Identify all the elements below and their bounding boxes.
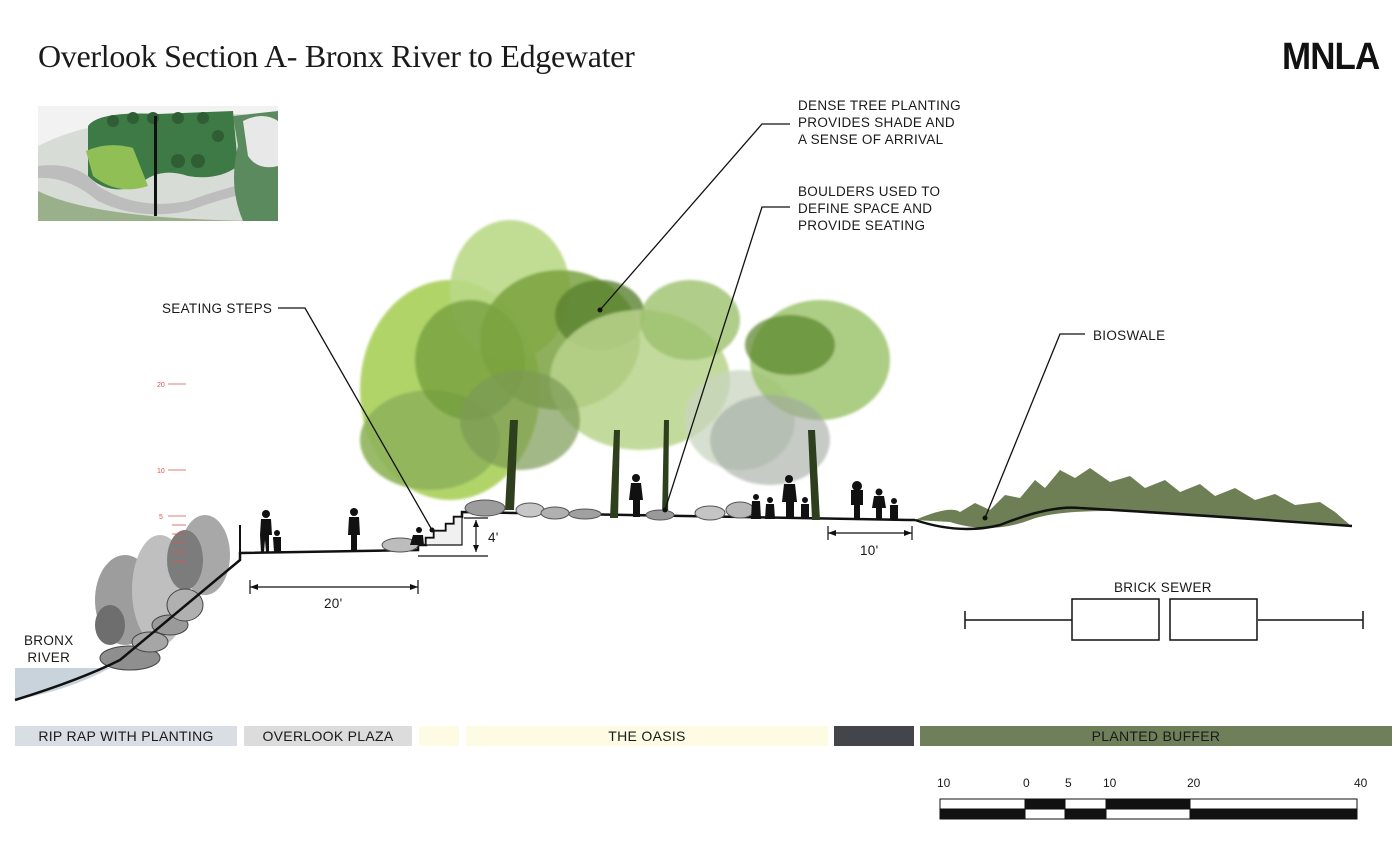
zone-riprap: RIP RAP WITH PLANTING	[15, 726, 237, 746]
tree-trunks	[505, 420, 820, 520]
zone-label: THE OASIS	[608, 728, 686, 744]
dimension-plaza-width: 20'	[324, 596, 343, 611]
callout-boulders: BOULDERS USED TO DEFINE SPACE AND PROVID…	[798, 184, 941, 233]
mnla-logo: MNLA	[1282, 36, 1380, 78]
key-plan-map	[38, 106, 278, 221]
zone-planted-buffer: PLANTED BUFFER	[920, 726, 1392, 746]
planted-buffer-vegetation	[915, 468, 1352, 529]
dimension-path-width: 10'	[860, 543, 879, 558]
zone-steps	[419, 726, 459, 746]
riprap-shrubs	[95, 515, 230, 645]
callout-seating-steps: SEATING STEPS	[162, 301, 273, 316]
page-title: Overlook Section A- Bronx River to Edgew…	[38, 38, 635, 74]
label-brick-sewer: BRICK SEWER	[1114, 580, 1212, 595]
zone-label: RIP RAP WITH PLANTING	[38, 728, 214, 744]
callout-bioswale: BIOSWALE	[1093, 328, 1166, 343]
zone-label: PLANTED BUFFER	[1091, 728, 1221, 744]
scale-label: 0	[1023, 776, 1030, 790]
scale-label: 10	[937, 776, 951, 790]
people-silhouettes	[260, 474, 898, 552]
scale-bar	[939, 798, 1358, 820]
elevation-mark-5: 5	[159, 514, 163, 521]
scale-label: 20	[1187, 776, 1201, 790]
tree-canopy	[360, 220, 890, 500]
zone-the-oasis: THE OASIS	[466, 726, 828, 746]
zone-path	[834, 726, 914, 746]
zone-overlook-plaza: OVERLOOK PLAZA	[244, 726, 412, 746]
callout-dense-tree: DENSE TREE PLANTING PROVIDES SHADE AND A…	[798, 98, 961, 147]
scale-label: 5	[1065, 776, 1072, 790]
scale-label: 10	[1103, 776, 1117, 790]
leader-lines	[278, 123, 1085, 531]
dimension-step-height: 4'	[488, 530, 499, 545]
label-bronx-river: BRONX RIVER	[24, 633, 74, 665]
plateau-boulders	[381, 499, 755, 553]
elevation-mark-20: 20	[157, 382, 165, 389]
elevation-mark-10: 10	[157, 468, 165, 475]
riprap-boulders	[99, 588, 204, 671]
scale-label: 40	[1354, 776, 1368, 790]
zone-label: OVERLOOK PLAZA	[262, 728, 394, 744]
brick-sewer	[964, 598, 1364, 641]
elevation-ruler	[168, 383, 186, 562]
